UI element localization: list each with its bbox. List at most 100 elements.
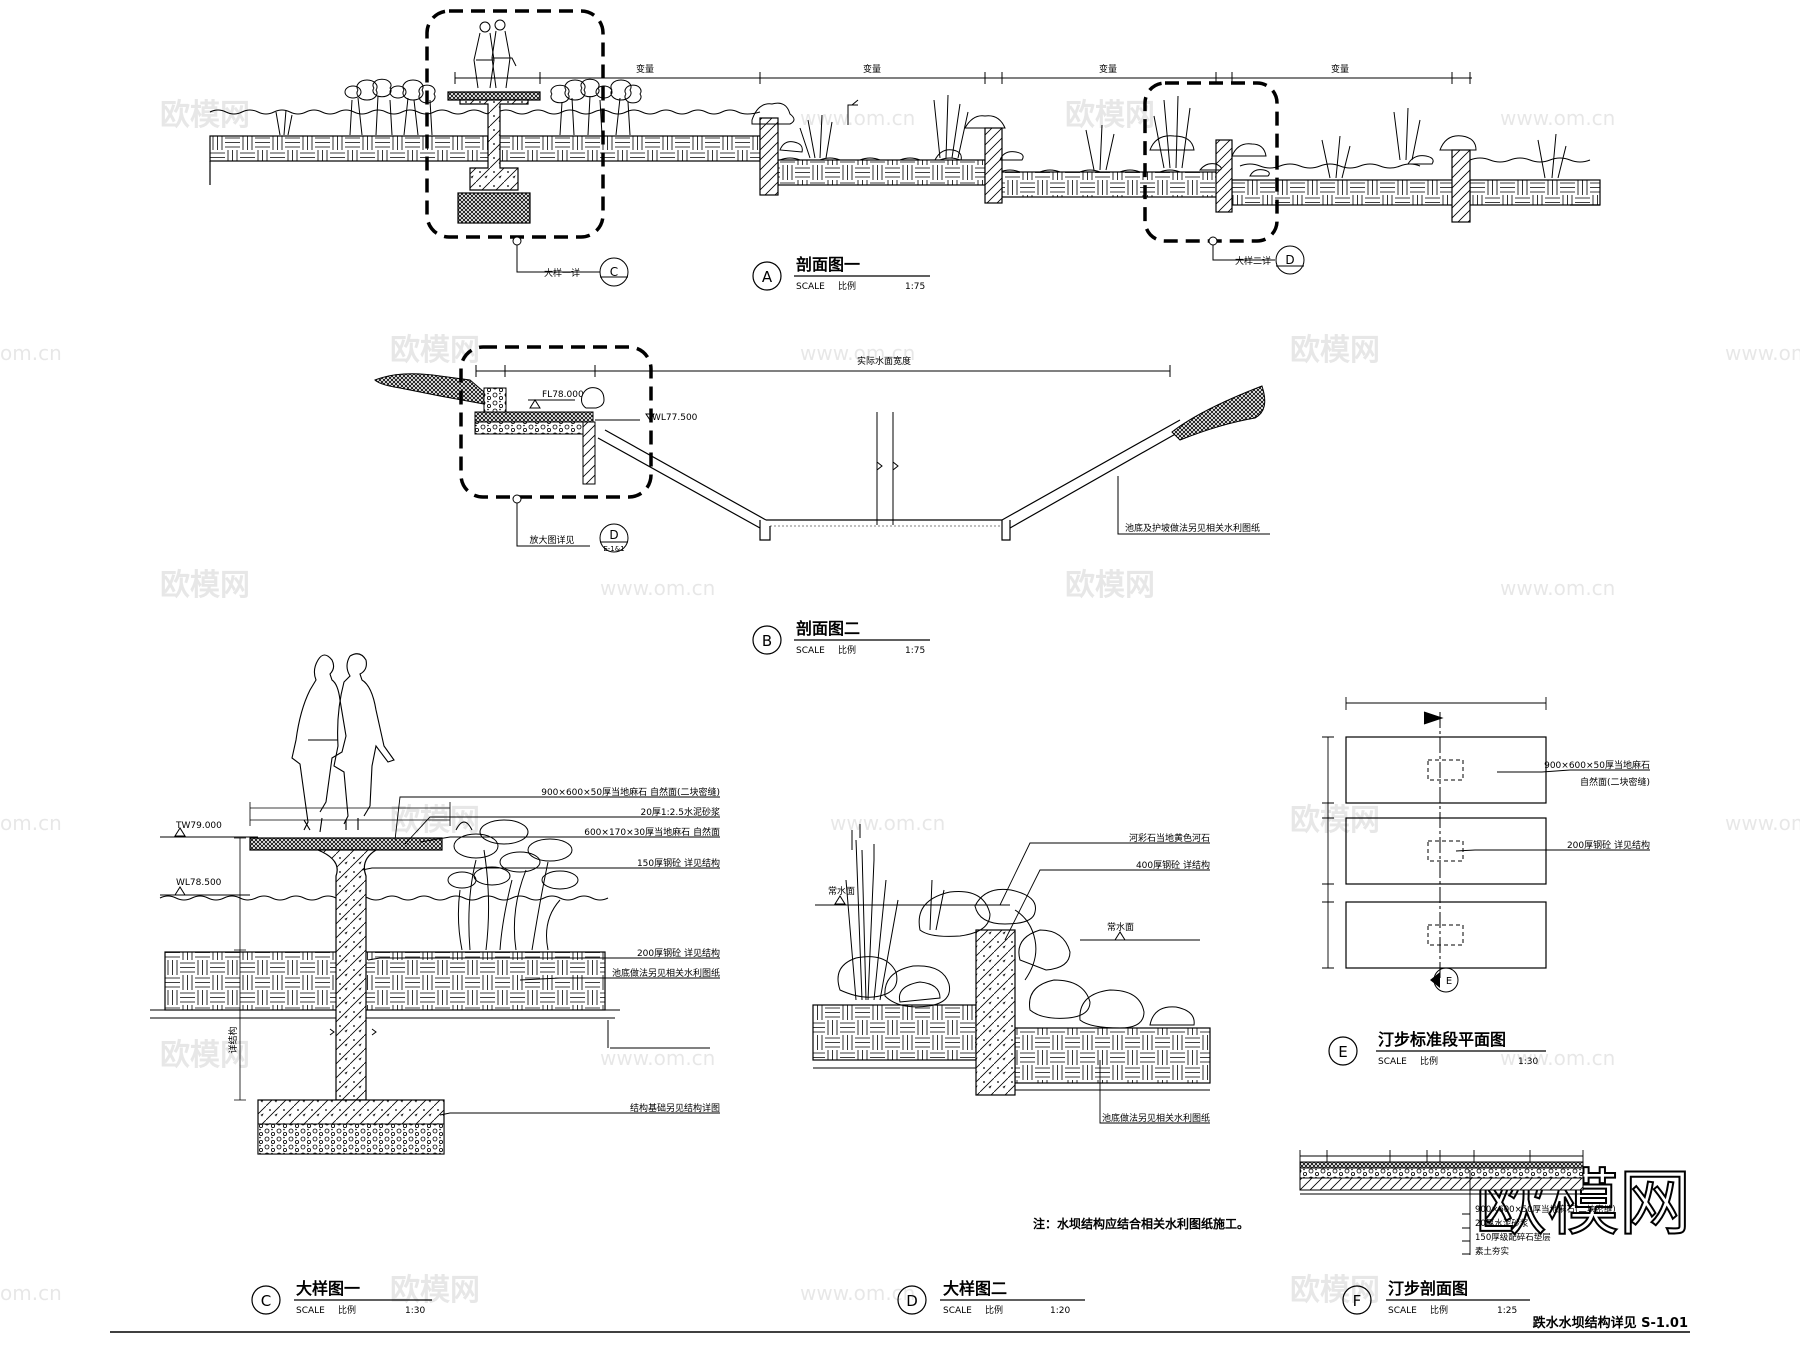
material-note: 自然面(二块密缝) <box>1580 776 1650 788</box>
section-letter: F <box>1353 1292 1362 1310</box>
material-note: 20厚1:2.5水泥砂浆 <box>640 806 720 818</box>
dimension-line <box>1345 697 1547 710</box>
material-note: 池底做法另见相关水利图纸 <box>612 967 720 979</box>
material-note: 900×600×50厚当地麻石 自然面(二块密缝) <box>541 786 720 798</box>
material-note: 河彩石当地黄色河石 <box>1129 832 1210 844</box>
callout-letter: D <box>1285 253 1294 267</box>
stepping-stone <box>447 91 541 101</box>
water-line <box>209 109 761 115</box>
scale-word: SCALE <box>296 1306 325 1316</box>
watermark-url: om.cn <box>0 811 62 835</box>
pond-bed-lower <box>1014 1027 1211 1084</box>
callout-bubble <box>599 523 629 553</box>
bed-edge <box>209 161 1600 206</box>
leader-lines <box>361 796 720 1116</box>
scale-value: 1:30 <box>1518 1057 1538 1067</box>
callout-text: 大样二详 <box>1235 255 1271 267</box>
material-note: 200厚钢砼 详见结构 <box>637 947 720 959</box>
section-b: FL78.000 WL77.500 实际水面宽度 放大图详见 D E-1&1 池… <box>374 345 1270 656</box>
dimension-line <box>454 72 1472 84</box>
scale-word: SCALE <box>796 282 825 292</box>
reed-plants <box>845 824 945 1001</box>
material-note: 900×600×50厚当地麻石 <box>1544 759 1650 771</box>
vertical-dimension <box>234 837 246 1101</box>
section-title: 大样图一 <box>296 1279 360 1298</box>
watermark: 欧模网 <box>1290 1273 1380 1308</box>
callout-text: 大样一详 <box>544 267 580 279</box>
section-cut-arrow <box>1430 972 1440 988</box>
people-figure <box>473 19 517 89</box>
level-text: WL78.500 <box>176 878 222 888</box>
section-letter: C <box>261 1292 271 1310</box>
stepping-stone <box>249 837 443 851</box>
dimension-line <box>1322 736 1334 969</box>
edge-stone <box>581 387 605 409</box>
section-marker <box>897 1285 927 1315</box>
water-label: 常水面 <box>828 885 855 897</box>
watermark: 欧模网 <box>160 1038 250 1073</box>
watermark: 欧模网 <box>390 333 480 368</box>
reed-plants <box>275 94 1567 179</box>
lotus-plants <box>447 819 579 951</box>
dam-wall <box>1451 149 1471 223</box>
scale-word: SCALE <box>1378 1057 1407 1067</box>
dam-wall <box>984 127 1003 204</box>
retaining-wall <box>582 421 596 485</box>
material-note: 20厚水泥砂浆 <box>1475 1218 1529 1229</box>
ground-line <box>150 1009 620 1019</box>
watermark-url: www.om.cn <box>1725 811 1800 835</box>
sheet-title: 跌水水坝结构详见 S-1.01 <box>1533 1315 1688 1331</box>
watermark-url: om.cn <box>0 1281 62 1305</box>
callout-dot <box>512 494 522 504</box>
watermark: 欧模网 <box>160 568 250 603</box>
dimension-label: 变量 <box>863 63 881 75</box>
detail-d: 常水面 常水面 河彩石当地黄色河石 400厚钢砼 详 <box>812 824 1249 1316</box>
note-text: 池底及护坡做法另见相关水利图纸 <box>1125 522 1260 534</box>
pond-bed <box>209 135 761 162</box>
dimension-label: 实际水面宽度 <box>857 355 911 367</box>
pier-outline <box>1427 759 1464 781</box>
watermark: 欧模网 <box>390 803 480 838</box>
watermark: 欧模网 <box>1065 568 1155 603</box>
section-marker <box>752 261 782 291</box>
slope-lining <box>597 429 767 529</box>
scale-word: SCALE <box>796 646 825 656</box>
section-marker <box>251 1285 281 1315</box>
watermark-url: www.om.cn <box>600 1046 715 1070</box>
level-text: WL77.500 <box>652 413 698 423</box>
tree-group <box>344 78 642 136</box>
scale-value: 1:25 <box>1497 1306 1517 1316</box>
river-rocks <box>837 888 1195 1029</box>
break-mark <box>329 1028 377 1036</box>
watermark-url: om.cn <box>0 341 62 365</box>
dimension-label: 变量 <box>1099 63 1117 75</box>
section-letter: E <box>1338 1043 1347 1061</box>
scale-cn: 比例 <box>985 1304 1003 1316</box>
callout-dot <box>512 236 522 246</box>
scale-word: SCALE <box>1388 1306 1417 1316</box>
plan-e: E 900×600×50厚当地麻石 自然面(二块密缝) 200厚钢砼 详见结构 … <box>1322 697 1650 1067</box>
scale-cn: 比例 <box>838 644 856 656</box>
leader-lines <box>1455 769 1650 852</box>
section-title: 剖面图二 <box>796 619 860 638</box>
scale-cn: 比例 <box>1420 1055 1438 1067</box>
scale-value: 1:30 <box>405 1306 425 1316</box>
top-dimension <box>249 802 451 826</box>
watermark-url: www.om.cn <box>600 576 715 600</box>
scale-cn: 比例 <box>838 280 856 292</box>
watermark: 欧模网 <box>1290 333 1380 368</box>
note-leader <box>1117 476 1270 535</box>
section-title: 汀步标准段平面图 <box>1378 1030 1506 1049</box>
stone-slab <box>1345 901 1547 969</box>
section-title: 剖面图一 <box>796 255 860 274</box>
watermark: 欧模网 <box>1065 98 1155 133</box>
section-title: 大样图二 <box>943 1279 1007 1298</box>
pier-footing <box>457 192 531 224</box>
water-label: 常水面 <box>1107 921 1134 933</box>
pond-bed <box>164 951 606 1011</box>
ground-step <box>607 1020 710 1049</box>
level-marker <box>174 886 186 896</box>
break-line <box>876 412 899 525</box>
callout-bubble <box>1275 245 1305 275</box>
pond-bed-upper <box>812 1004 977 1061</box>
